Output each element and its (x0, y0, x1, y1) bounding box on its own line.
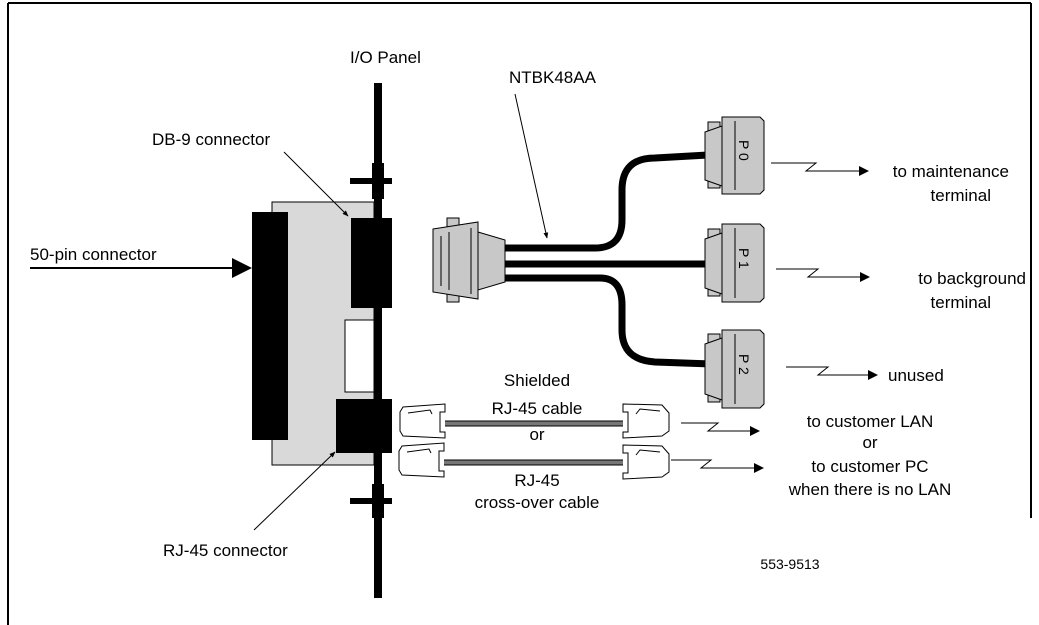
port-p2-label: P 2 (736, 354, 752, 375)
p1-connector (704, 223, 765, 303)
io-panel-label: I/O Panel (350, 48, 421, 67)
main-db-connector (432, 217, 506, 303)
no-lan-label: when there is no LAN (788, 480, 952, 499)
or-cable-label: or (529, 425, 544, 444)
io-panel (350, 83, 392, 598)
port-p1-label: P 1 (736, 248, 752, 269)
or-destination-label: or (862, 433, 877, 452)
rj45-shielded-cable (399, 403, 670, 439)
unused-label: unused (888, 366, 944, 385)
rj45-crossover-cable (398, 442, 670, 480)
figure-id-label: 553-9513 (760, 556, 819, 572)
ntbk48aa-label: NTBK48AA (509, 68, 597, 87)
unused-arrow (786, 366, 878, 380)
maintenance-label-line1: to maintenance (893, 162, 1009, 181)
customer-lan-label: to customer LAN (807, 412, 934, 431)
maintenance-arrow (771, 162, 869, 176)
db9-connector-label: DB-9 connector (152, 130, 270, 149)
p0-connector (704, 116, 765, 195)
background-label-line2: terminal (931, 293, 991, 312)
lan-arrow (681, 422, 760, 436)
rj45-pointer (253, 451, 336, 531)
50-pin-connector (252, 212, 288, 440)
ntbk48aa-pointer (514, 93, 549, 239)
port-p0-label: P 0 (736, 140, 752, 161)
rj45-label-2: RJ-45 (514, 471, 559, 490)
db9-pointer (283, 151, 349, 217)
customer-pc-label: to customer PC (811, 457, 928, 476)
background-label-line1: to background (918, 269, 1026, 288)
background-arrow (776, 268, 870, 282)
crossover-cable-label: cross-over cable (475, 493, 600, 512)
rj45-connector-label: RJ-45 connector (163, 541, 288, 560)
db9-connector (351, 218, 392, 308)
rj45-cable-label: RJ-45 cable (492, 399, 583, 418)
rj45-connector (336, 399, 392, 453)
50-pin-connector-label: 50-pin connector (30, 245, 157, 264)
ntbk48aa-y-cable (505, 151, 713, 368)
p2-connector (704, 329, 765, 409)
figure-frame (7, 2, 1032, 625)
pc-arrow (671, 459, 764, 473)
maintenance-label-line2: terminal (931, 186, 991, 205)
shielded-label: Shielded (504, 371, 570, 390)
